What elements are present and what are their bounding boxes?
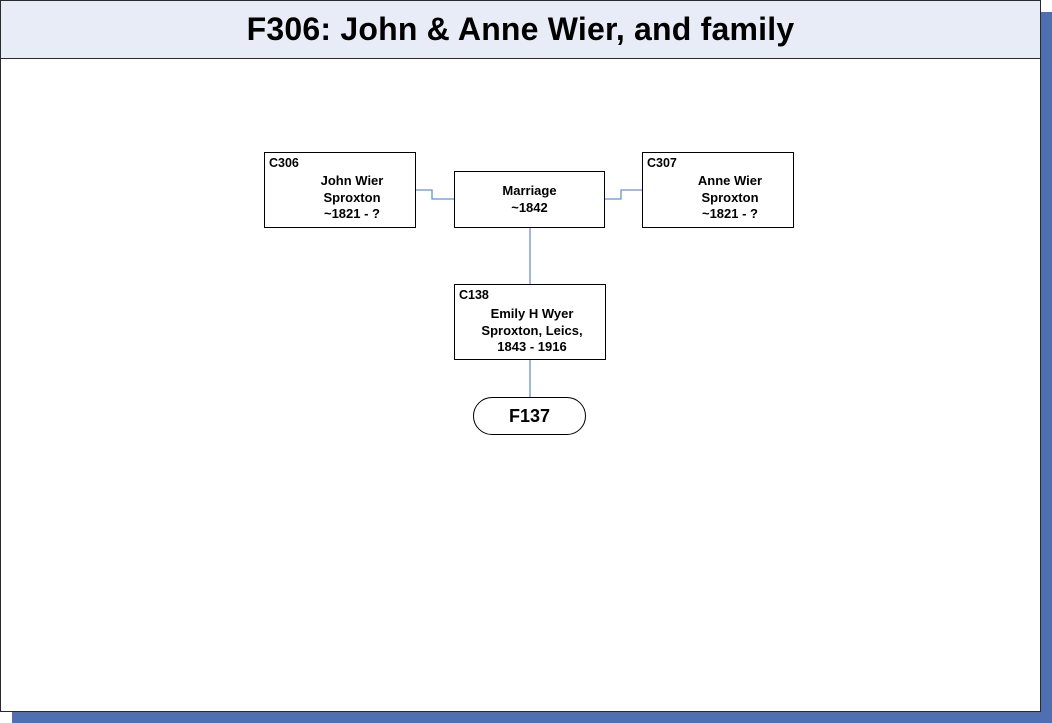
wife-code: C307 (647, 156, 677, 170)
child-place: Sproxton, Leics, (481, 322, 583, 338)
husband-place: Sproxton (323, 189, 381, 205)
husband-code: C306 (269, 156, 299, 170)
child-box[interactable]: C138 Emily H Wyer Sproxton, Leics, 1843 … (454, 284, 606, 360)
family-link-label: F137 (508, 405, 551, 426)
child-dates: 1843 - 1916 (497, 339, 567, 354)
wife-place: Sproxton (701, 189, 759, 205)
husband-dates: ~1821 - ? (323, 206, 380, 221)
wife-name: Anne Wier (697, 173, 763, 188)
wife-box[interactable]: C307 Anne Wier Sproxton ~1821 - ? (642, 152, 794, 228)
page-title: F306: John & Anne Wier, and family (246, 11, 795, 47)
marriage-date: ~1842 (511, 199, 548, 215)
wife-dates: ~1821 - ? (701, 206, 758, 221)
husband-name: John Wier (320, 173, 384, 188)
child-name: Emily H Wyer (490, 306, 574, 321)
husband-box[interactable]: C306 John Wier Sproxton ~1821 - ? (264, 152, 416, 228)
marriage-label: Marriage (502, 183, 557, 198)
title-bar: F306: John & Anne Wier, and family (1, 1, 1040, 59)
family-link-button[interactable]: F137 (473, 397, 586, 435)
wife-marriage-connector (605, 189, 642, 200)
marriage-box[interactable]: Marriage ~1842 (454, 171, 605, 228)
husband-marriage-connector (416, 189, 454, 200)
child-code: C138 (459, 288, 489, 302)
